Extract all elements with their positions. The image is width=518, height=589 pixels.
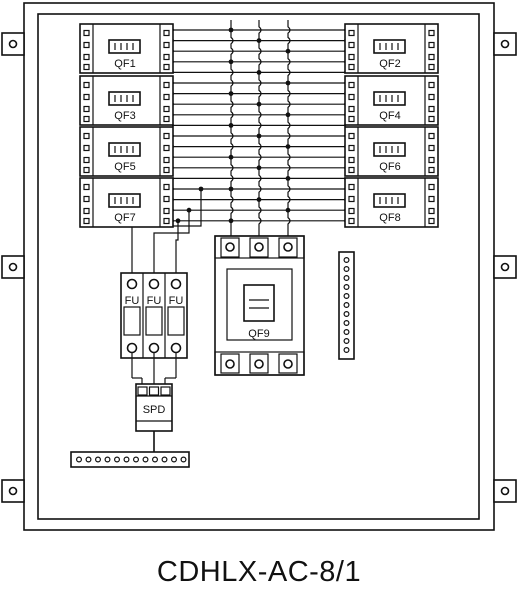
breaker-handle <box>108 91 141 106</box>
ground-terminal-strip <box>70 451 190 468</box>
mounting-ear-right-top <box>493 32 517 56</box>
breaker-qf4: QF4 <box>344 75 439 126</box>
mounting-ear-left-top <box>1 32 25 56</box>
mounting-ears <box>1 32 517 503</box>
mounting-plate <box>37 13 480 520</box>
fuse-label-2: FU <box>147 295 162 307</box>
fuse-holders: FU FU FU <box>120 272 188 359</box>
bus-bar-2 <box>258 20 262 238</box>
breaker-handle <box>108 193 141 208</box>
breaker-label: QF7 <box>114 212 135 224</box>
breaker-qf8: QF8 <box>344 177 439 228</box>
breaker-handle <box>373 142 406 157</box>
surge-protector-label: SPD <box>143 404 166 416</box>
neutral-terminal-strip <box>338 251 355 360</box>
breaker-handle <box>108 39 141 54</box>
breaker-qf3: QF3 <box>79 75 174 126</box>
breaker-label: QF8 <box>379 212 400 224</box>
surge-protector: SPD <box>135 383 173 460</box>
fuse-label-1: FU <box>125 295 140 307</box>
breaker-qf7: QF7 <box>79 177 174 228</box>
main-breaker-handle <box>243 284 275 322</box>
mounting-ear-right-middle <box>493 255 517 279</box>
breaker-label: QF2 <box>379 58 400 70</box>
breaker-label: QF3 <box>114 110 135 122</box>
main-breaker-label: QF9 <box>248 328 269 340</box>
breaker-label: QF4 <box>379 110 400 122</box>
breaker-handle <box>373 91 406 106</box>
mounting-ear-right-bottom <box>493 479 517 503</box>
mounting-ear-left-middle <box>1 255 25 279</box>
breaker-qf1: QF1 <box>79 23 174 74</box>
breaker-label: QF6 <box>379 161 400 173</box>
breaker-label: QF5 <box>114 161 135 173</box>
breaker-handle <box>373 39 406 54</box>
main-breaker: QF9 <box>214 235 305 376</box>
breaker-qf6: QF6 <box>344 126 439 177</box>
fuse-label-3: FU <box>169 295 184 307</box>
breaker-label: QF1 <box>114 58 135 70</box>
breaker-qf5: QF5 <box>79 126 174 177</box>
mounting-ear-left-bottom <box>1 479 25 503</box>
bus-bar-1 <box>230 20 234 238</box>
breaker-handle <box>373 193 406 208</box>
model-caption: CDHLX-AC-8/1 <box>156 556 362 588</box>
breaker-qf2: QF2 <box>344 23 439 74</box>
breaker-handle <box>108 142 141 157</box>
